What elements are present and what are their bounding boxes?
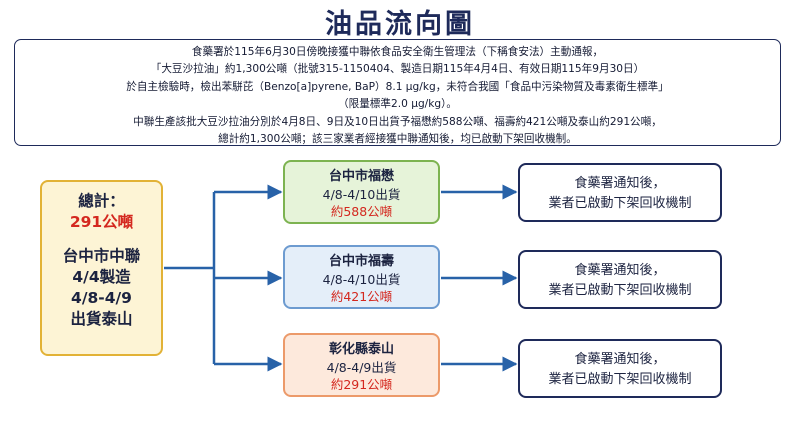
destination-qty: 約421公噸	[330, 289, 393, 304]
notice-box: 食藥署於115年6月30日傍晚接獲中聯依食品安全衛生管理法（下稱食安法）主動通報…	[14, 39, 781, 146]
result-line2: 業者已啟動下架回收機制	[548, 372, 692, 387]
destination-ship: 4/8-4/9出貨	[326, 359, 397, 375]
destination-ship: 4/8-4/10出貨	[322, 271, 401, 287]
result-box: 食藥署通知後， 業者已啟動下架回收機制	[518, 250, 722, 309]
result-box: 食藥署通知後， 業者已啟動下架回收機制	[518, 339, 722, 398]
result-line2: 業者已啟動下架回收機制	[548, 283, 692, 298]
notice-line: 總計約1,300公噸；該三家業者經接獲中聯通知後，均已啟動下架回收機制。	[218, 133, 577, 146]
destination-ship: 4/8-4/10出貨	[322, 186, 401, 202]
notice-line: （限量標準2.0 μg/kg）。	[338, 98, 457, 111]
destination-taishan-box: 彰化縣泰山 4/8-4/9出貨 約291公噸	[283, 333, 440, 397]
source-ship-to: 出貨泰山	[70, 310, 133, 328]
source-ship-range: 4/8-4/9	[71, 289, 132, 307]
result-line2: 業者已啟動下架回收機制	[548, 196, 692, 211]
destination-name: 台中市福壽	[328, 254, 394, 269]
destination-qty: 約291公噸	[330, 377, 393, 392]
notice-line: 於自主檢驗時，檢出苯駢芘（Benzo[a]pyrene, BaP）8.1 μg/…	[126, 80, 669, 93]
source-made-date: 4/4製造	[72, 268, 131, 286]
destination-qty: 約588公噸	[330, 204, 393, 219]
total-label: 總計：	[78, 192, 125, 210]
notice-line: 食藥署於115年6月30日傍晚接獲中聯依食品安全衛生管理法（下稱食安法）主動通報…	[191, 46, 604, 58]
destination-fumao-box: 台中市福懋 4/8-4/10出貨 約588公噸	[283, 160, 440, 224]
source-total-box: 總計： 291公噸 台中市中聯 4/4製造 4/8-4/9 出貨泰山	[40, 180, 163, 356]
result-line1: 食藥署通知後，	[574, 352, 666, 367]
destination-fushou-box: 台中市福壽 4/8-4/10出貨 約421公噸	[283, 245, 440, 309]
source-company: 台中市中聯	[62, 247, 141, 265]
result-line1: 食藥署通知後，	[574, 263, 666, 278]
destination-name: 台中市福懋	[328, 169, 394, 184]
notice-line: 中聯生產該批大豆沙拉油分別於4月8日、9日及10日出貨予福懋約588公噸、福壽約…	[133, 115, 662, 128]
result-box: 食藥署通知後， 業者已啟動下架回收機制	[518, 163, 722, 222]
result-line1: 食藥署通知後，	[574, 176, 666, 191]
page-title: 油品流向圖	[325, 9, 475, 40]
total-value: 291公噸	[69, 213, 134, 231]
destination-name: 彰化縣泰山	[328, 342, 394, 357]
notice-line: 「大豆沙拉油」約1,300公噸（批號315-1150404、製造日期115年4月…	[150, 63, 645, 76]
